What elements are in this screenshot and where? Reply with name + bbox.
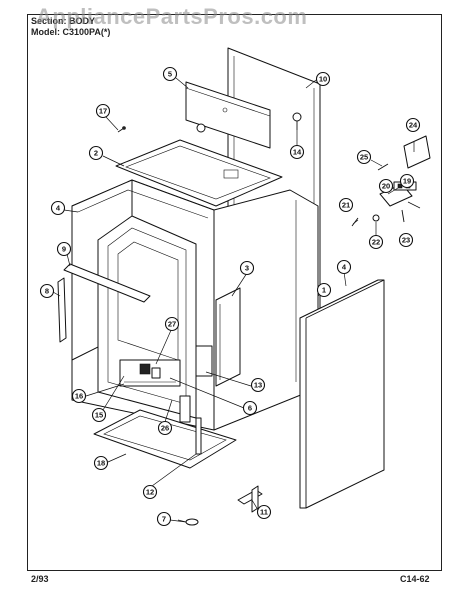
svg-text:17: 17 (99, 107, 107, 116)
part-top-trim (63, 263, 151, 303)
svg-text:3: 3 (245, 264, 249, 273)
callout-8: 8 (39, 283, 55, 299)
part-lower-controls (119, 345, 213, 423)
leader-lines (52, 77, 421, 523)
callout-1: 1 (316, 282, 332, 298)
callout-7: 7 (156, 511, 172, 527)
part-small-screw (117, 126, 126, 133)
svg-text:21: 21 (342, 201, 350, 210)
svg-text:20: 20 (382, 182, 390, 191)
part-top-cover (115, 123, 283, 207)
callout-16: 16 (71, 388, 87, 404)
callout-24: 24 (405, 117, 421, 133)
svg-text:6: 6 (248, 404, 252, 413)
svg-text:22: 22 (372, 238, 380, 247)
callout-15: 15 (91, 407, 107, 423)
callout-25: 25 (356, 149, 372, 165)
footer-date: 2/93 (31, 574, 49, 584)
svg-text:4: 4 (56, 204, 61, 213)
callout-6: 6 (242, 400, 258, 416)
svg-text:23: 23 (402, 236, 410, 245)
callout-12: 12 (142, 484, 158, 500)
part-leveling-screw (177, 518, 199, 526)
part-rear-fastener (292, 112, 302, 130)
callout-18: 18 (93, 455, 109, 471)
callout-10: 10 (315, 71, 331, 87)
callout-19: 19 (399, 173, 415, 189)
section-label: Section: BODY (31, 16, 96, 26)
callout-5: 5 (162, 66, 178, 82)
callout-14: 14 (289, 144, 305, 160)
svg-text:2: 2 (94, 149, 98, 158)
part-vertical-rod (195, 417, 202, 455)
callout-17: 17 (95, 103, 111, 119)
svg-text:25: 25 (360, 153, 368, 162)
svg-text:24: 24 (409, 121, 418, 130)
svg-text:14: 14 (293, 148, 302, 157)
callout-21: 21 (338, 197, 354, 213)
callout-20: 20 (378, 178, 394, 194)
callout-27: 27 (164, 316, 180, 332)
callout-13: 13 (250, 377, 266, 393)
part-side-panel (299, 279, 385, 509)
callout-3: 3 (239, 260, 255, 276)
svg-text:11: 11 (260, 508, 268, 517)
svg-text:1: 1 (322, 286, 326, 295)
model-label: Model: C3100PA(*) (31, 27, 111, 37)
svg-text:26: 26 (161, 424, 169, 433)
diagram-frame (27, 14, 442, 571)
svg-text:9: 9 (62, 245, 66, 254)
callout-26: 26 (157, 420, 173, 436)
svg-text:7: 7 (162, 515, 166, 524)
callout-11: 11 (256, 504, 272, 520)
svg-text:4: 4 (342, 263, 347, 272)
svg-text:5: 5 (168, 70, 172, 79)
svg-text:8: 8 (45, 287, 49, 296)
callout-4b: 4 (336, 259, 352, 275)
part-side-strip (215, 287, 241, 387)
svg-text:10: 10 (319, 75, 327, 84)
svg-text:15: 15 (95, 411, 103, 420)
svg-text:13: 13 (254, 381, 262, 390)
part-upper-bracket (185, 81, 271, 149)
footer-code: C14-62 (400, 574, 430, 584)
svg-text:27: 27 (168, 320, 176, 329)
part-terminal-assembly (351, 135, 431, 227)
svg-text:12: 12 (146, 488, 154, 497)
svg-text:18: 18 (97, 459, 105, 468)
watermark: AppliancePartsPros.com (36, 4, 308, 29)
callout-9: 9 (56, 241, 72, 257)
callout-22: 22 (368, 234, 384, 250)
callout-2: 2 (88, 145, 104, 161)
svg-text:16: 16 (75, 392, 83, 401)
svg-text:19: 19 (403, 177, 411, 186)
part-left-trim (57, 277, 67, 343)
callout-23: 23 (398, 232, 414, 248)
callout-4a: 4 (50, 200, 66, 216)
part-floor-bracket (237, 485, 263, 513)
